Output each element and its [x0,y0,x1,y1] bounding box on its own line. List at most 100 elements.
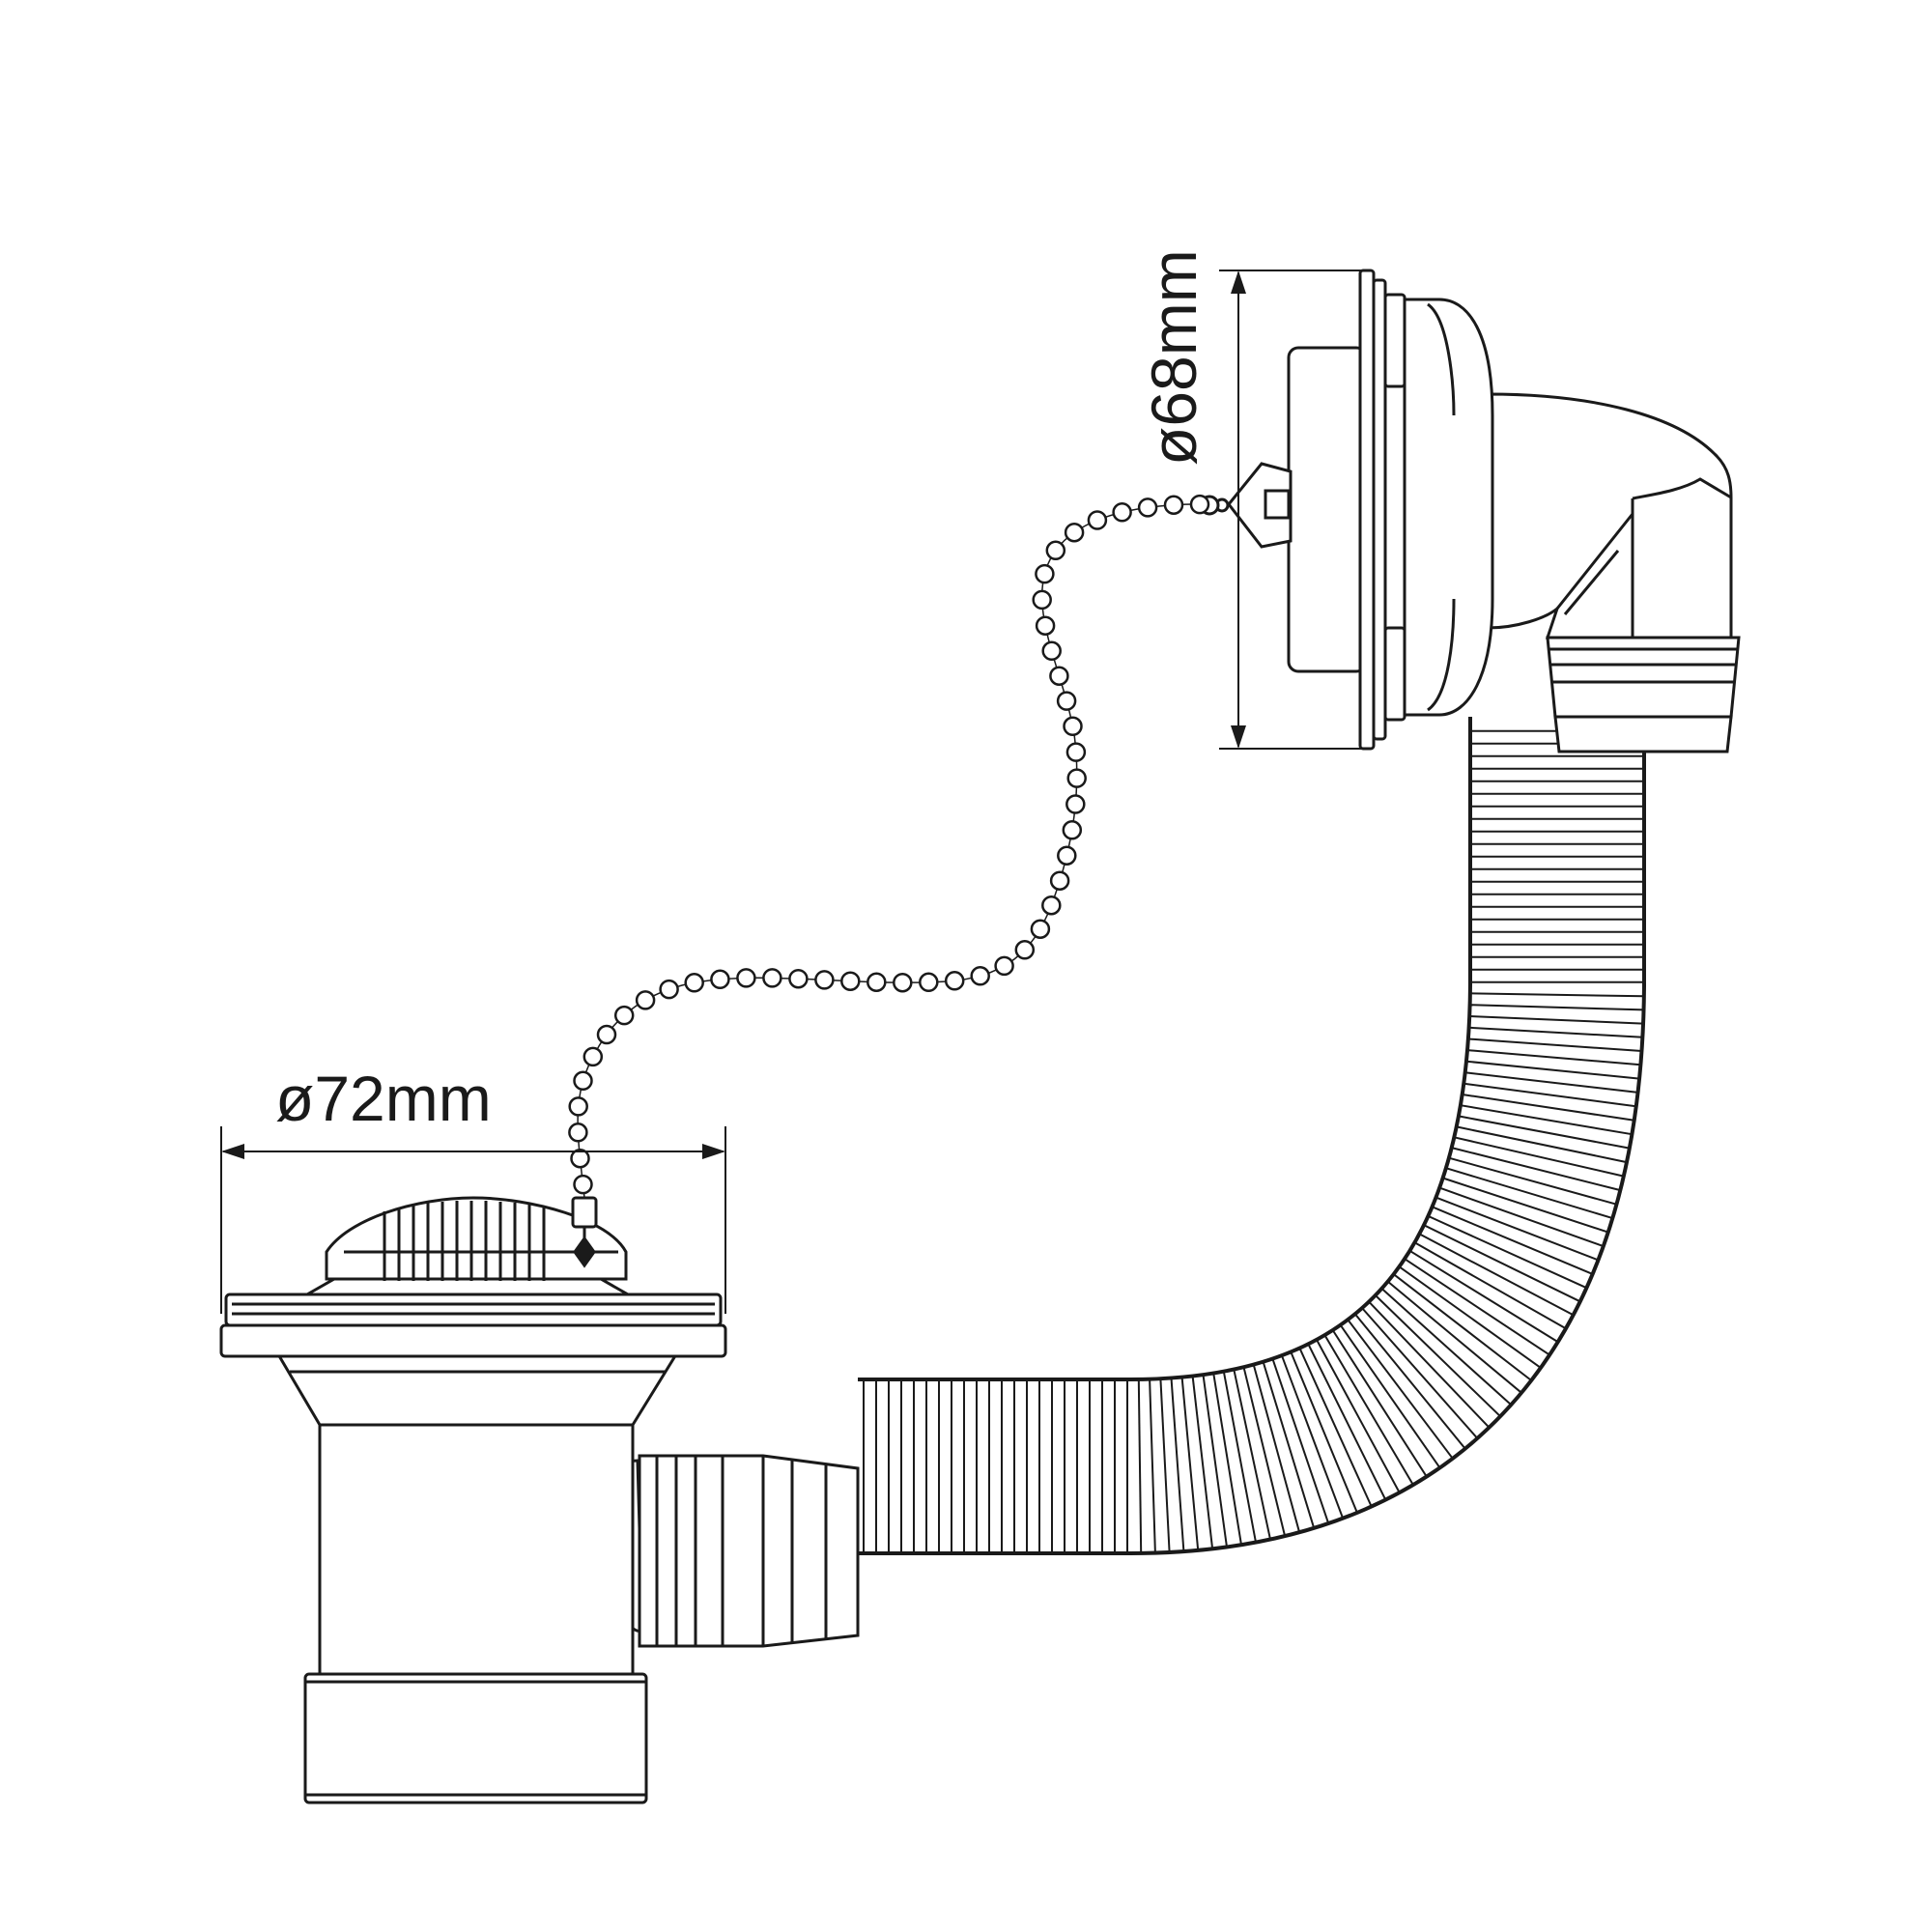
waste-body [219,1293,727,1804]
hose-rib [1423,1224,1581,1303]
waste-body-cone [275,1352,679,1427]
hose-rib [1316,1339,1401,1493]
hose-rib [1170,1378,1185,1552]
hose-rib [1252,1364,1301,1533]
overflow-elbow [1486,392,1733,639]
chain-bead [1057,845,1077,866]
hose-rib [1393,1273,1532,1381]
hose-rib [1469,1015,1644,1025]
hose-rib [1462,1094,1634,1122]
chain-bead [840,971,861,991]
hose-rib [1466,1049,1641,1066]
chain-bead [659,979,679,1000]
chain-bead [944,971,965,991]
chain-bead [762,968,782,988]
hose-rib [1469,1004,1644,1011]
hose-rib [1463,1082,1636,1108]
hose-rib [1464,1071,1638,1094]
chain-bead [1049,870,1070,891]
dimension-outlet: ø72mm [220,1063,726,1314]
hose-rib [1404,1258,1550,1356]
chain-bead [596,1024,617,1045]
hose-rib [1427,1214,1587,1290]
chain-bead [613,1005,635,1026]
chain-bead [1035,563,1055,584]
hose-rib [1298,1348,1373,1507]
chain-bead [919,972,939,993]
hose-rib [1418,1233,1575,1317]
hose-rib [1458,1115,1630,1150]
hose-rib [1159,1378,1171,1553]
hose-rib [1323,1334,1414,1486]
plug-chain-ring [571,1196,598,1229]
chain-bead [568,1122,588,1143]
hose-rib [1212,1373,1242,1546]
chain-bead [573,1070,593,1092]
chain-bead [582,1046,604,1067]
chain-bead [1065,794,1086,814]
hose-rib [1469,992,1644,998]
chain-bead [1041,640,1062,662]
chain-bead [1056,691,1077,711]
waste-plug [301,1196,634,1296]
hose-rib [1180,1377,1200,1550]
plug-ridges [383,1201,546,1281]
hose-rib [1408,1249,1559,1343]
chain-bead [1045,540,1066,561]
hose-rib [1375,1294,1501,1417]
hose-rib [1414,1241,1567,1330]
hose-rib [1149,1378,1156,1553]
hose-rib [1468,1026,1643,1038]
chain-bead [1014,940,1036,960]
hose-rib [1262,1361,1316,1529]
chain-bead [1137,497,1158,518]
hose-rib [1202,1374,1228,1548]
waste-body-column [318,1423,635,1676]
hose-rib [1233,1369,1271,1540]
chain-bead [893,972,913,993]
hose-rib [1432,1206,1593,1275]
chain-bead [788,968,809,989]
chain-bead [1030,919,1051,939]
hose-rib [1290,1351,1358,1514]
hose-rib [1460,1104,1633,1136]
hose-rib [1242,1366,1287,1537]
hose-rib [1435,1196,1599,1262]
chain-bead [1087,510,1108,530]
chain-bead [568,1096,588,1117]
overflow-head [1287,269,1494,751]
hose-rib [1339,1324,1441,1468]
chain-bead [814,970,835,990]
chain-bead [1189,494,1210,515]
hose-rib [1398,1265,1542,1369]
chain-bead [1163,495,1184,515]
chain-bead [736,968,756,988]
chain-bead [1035,615,1056,636]
overflow-plug-stem [1199,462,1293,549]
hose-rib [1222,1371,1257,1543]
hose-rib [1442,1177,1609,1234]
hose-rib [1368,1300,1491,1429]
hose-rib [1354,1313,1466,1450]
chain-bead [1066,768,1087,788]
hose-rib [1137,1378,1143,1553]
hose-connector-horizontal [604,1454,860,1648]
chain-bead [573,1174,593,1195]
hose-rib [1445,1167,1613,1220]
chain-bead [1049,666,1069,686]
chain-bead [635,990,656,1010]
hose-rib [1361,1307,1479,1439]
waste-outlet-thread [303,1672,648,1804]
hose-rib [1387,1280,1522,1394]
hose-rib [1347,1319,1454,1460]
hose-rib [1456,1125,1628,1164]
chain-bead [1112,502,1132,523]
chain-bead [994,955,1014,977]
hose-rib [1271,1358,1330,1524]
chain-bead [1041,895,1062,916]
chain-bead [1065,742,1087,762]
bead-chain [568,494,1210,1199]
hose-rib [1467,1037,1642,1052]
hose-rib [1331,1329,1428,1478]
